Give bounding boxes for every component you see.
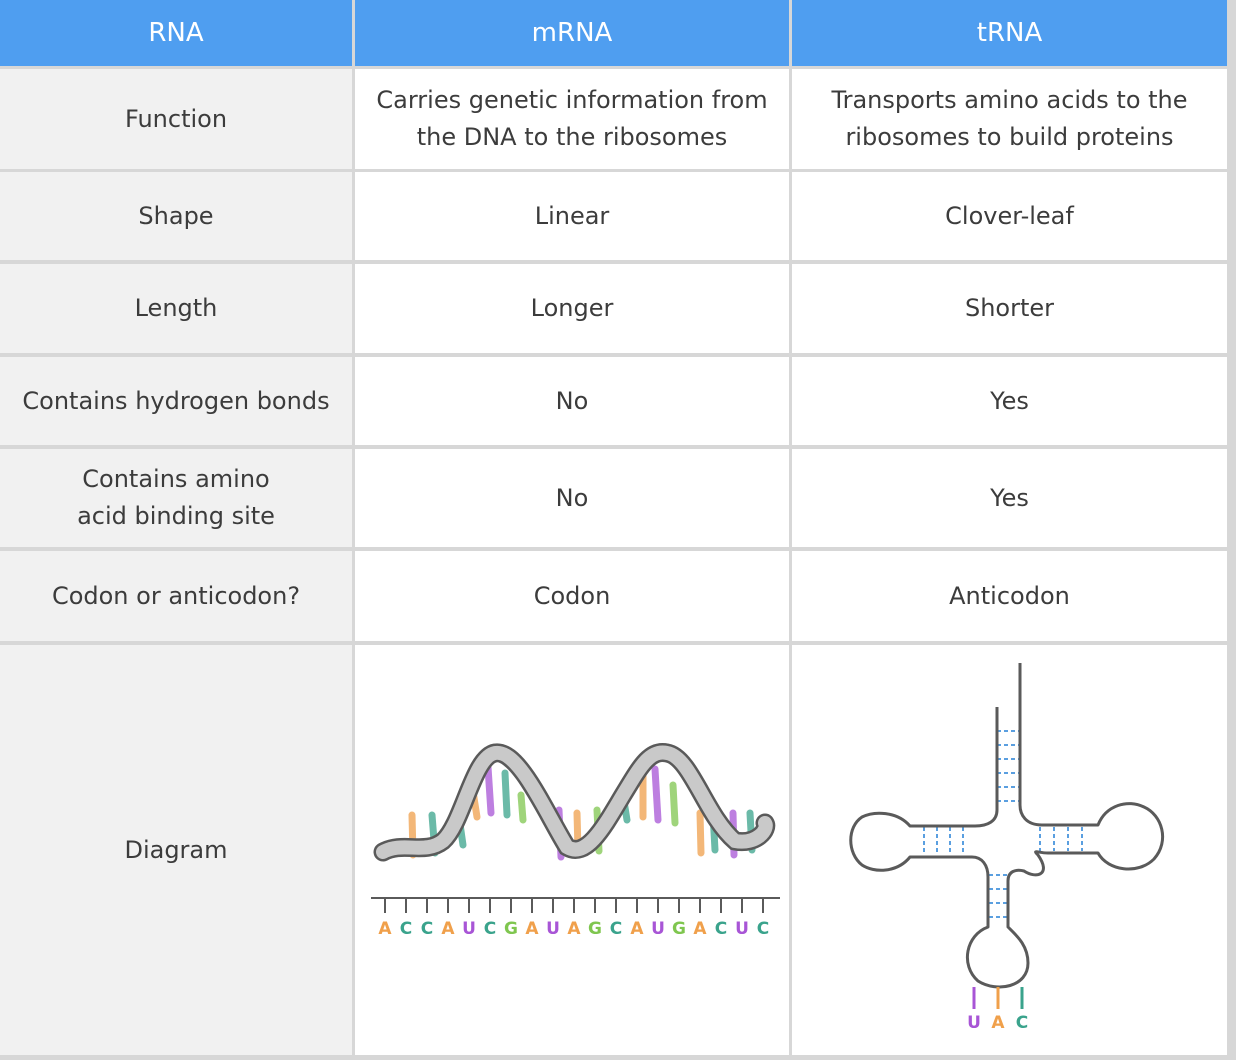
mrna-strand — [651, 765, 662, 824]
trna-anticodon-base: C — [1016, 1013, 1028, 1033]
mrna-base-label: U — [546, 919, 560, 939]
mrna-strand — [669, 781, 679, 827]
mrna-base-label: C — [484, 919, 496, 939]
row-label-text: Shape — [138, 201, 214, 230]
mrna-base-label: A — [378, 919, 392, 939]
mrna-ticks — [384, 898, 764, 913]
mrna-base-label: U — [462, 919, 476, 939]
cell-text: Codon — [533, 581, 611, 610]
mrna-base-label: A — [693, 919, 707, 939]
row-label-codon-or-anticodon: Codon or anticodon? — [0, 551, 352, 641]
cell-text: Clover-leaf — [945, 201, 1074, 230]
row-label-function: Function — [0, 69, 352, 169]
cell-text: Linear — [534, 201, 610, 230]
row-label-shape: Shape — [0, 172, 352, 260]
trna-anticodon: Anticodon — [792, 551, 1227, 641]
cell-text: Shorter — [964, 294, 1055, 322]
mrna-base-label: A — [441, 919, 455, 939]
trna-hydrogen-bonds — [923, 730, 1083, 918]
mrna-base-label: C — [715, 919, 727, 939]
mrna-base-label: A — [525, 919, 539, 939]
trna-function: Transports amino acids to the ribosomes … — [792, 69, 1227, 169]
trna-outline — [849, 663, 1165, 989]
mrna-base-label: C — [610, 919, 622, 939]
mrna-base-label: A — [630, 919, 644, 939]
trna-anticodon-base: A — [991, 1013, 1005, 1033]
cell-text: Carries genetic information from the DNA… — [376, 86, 768, 151]
mrna-base-label: C — [400, 919, 412, 939]
row-label-diagram: Diagram — [0, 645, 352, 1055]
cell-text: Yes — [990, 386, 1029, 415]
mrna-strand — [501, 769, 511, 819]
trna-anticodon-base: U — [967, 1013, 981, 1033]
mrna-strand — [484, 763, 495, 817]
mrna-strand — [517, 791, 527, 824]
mrna-function: Carries genetic information from the DNA… — [355, 69, 789, 169]
header-trna: tRNA — [792, 0, 1227, 66]
mrna-strand — [696, 809, 705, 857]
cell-text: Yes — [990, 483, 1029, 512]
row-label-text: Contains amino acid binding site — [77, 465, 275, 530]
mrna-shape: Linear — [355, 172, 789, 260]
row-label-length: Length — [0, 264, 352, 353]
mrna-base-label: U — [651, 919, 665, 939]
mrna-length: Longer — [355, 264, 789, 353]
row-label-text: Diagram — [124, 835, 228, 864]
mrna-base-label: G — [504, 919, 518, 939]
header-mrna: mRNA — [355, 0, 789, 66]
mrna-amino-acid-binding-site: No — [355, 449, 789, 547]
mrna-base-label: G — [672, 919, 686, 939]
row-label-text: Contains hydrogen bonds — [22, 386, 330, 415]
mrna-base-label: G — [588, 919, 602, 939]
header-rna: RNA — [0, 0, 352, 66]
row-label-hydrogen-bonds: Contains hydrogen bonds — [0, 357, 352, 445]
header-trna-label: tRNA — [976, 17, 1043, 48]
trna-shape: Clover-leaf — [792, 172, 1227, 260]
row-label-amino-acid-binding-site: Contains amino acid binding site — [0, 449, 352, 547]
mrna-codon: Codon — [355, 551, 789, 641]
mrna-ribbon-fill — [376, 745, 773, 859]
row-label-text: Length — [134, 294, 218, 322]
trna-length: Shorter — [792, 264, 1227, 353]
mrna-base-label: U — [735, 919, 749, 939]
row-label-text: Function — [124, 104, 228, 133]
mrna-base-label: A — [567, 919, 581, 939]
header-rna-label: RNA — [148, 17, 204, 48]
row-label-text: Codon or anticodon? — [51, 581, 301, 610]
cell-text: Transports amino acids to the ribosomes … — [831, 86, 1188, 151]
mrna-base-label: C — [757, 919, 769, 939]
mrna-base-label: C — [421, 919, 433, 939]
cell-text: No — [555, 386, 589, 415]
trna-amino-acid-binding-site: Yes — [792, 449, 1227, 547]
header-mrna-label: mRNA — [531, 17, 613, 48]
trna-hydrogen-bonds: Yes — [792, 357, 1227, 445]
cell-text: Anticodon — [949, 581, 1070, 610]
mrna-hydrogen-bonds: No — [355, 357, 789, 445]
cell-text: Longer — [530, 294, 614, 322]
cell-text: No — [555, 483, 589, 512]
